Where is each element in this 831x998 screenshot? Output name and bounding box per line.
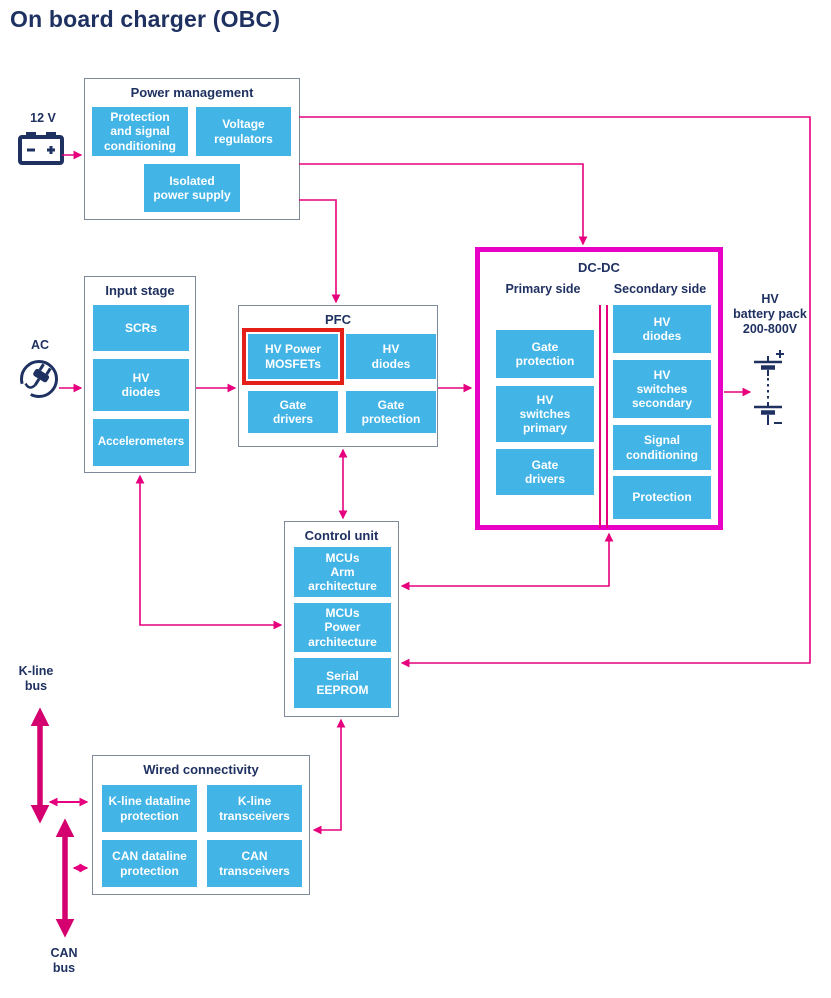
block-hv-diodes-pfc[interactable]: HV diodes [346,334,436,379]
block-can-dataline-protection[interactable]: CAN dataline protection [102,840,197,887]
block-gate-drivers-pfc[interactable]: Gate drivers [248,391,338,433]
wire-power-management-to-pfc [299,199,341,304]
block-mcus-power[interactable]: MCUs Power architecture [294,603,391,652]
block-isolated-power-supply[interactable]: Isolated power supply [144,164,240,212]
dcdc-box: DC-DC Primary side Secondary side Gate p… [475,247,723,530]
block-signal-conditioning-secondary[interactable]: Signal conditioning [613,425,711,470]
block-protection-secondary[interactable]: Protection [613,476,711,519]
block-accelerometers[interactable]: Accelerometers [93,419,189,466]
block-gate-protection-pfc[interactable]: Gate protection [346,391,436,433]
block-hv-switches-secondary[interactable]: HV switches secondary [613,360,711,418]
block-gate-drivers-primary[interactable]: Gate drivers [496,449,594,495]
dcdc-primary-side-label: Primary side [505,282,581,296]
block-gate-protection-primary[interactable]: Gate protection [496,330,594,378]
block-hv-power-mosfets-highlighted[interactable]: HV Power MOSFETs [242,328,344,385]
block-kline-dataline-protection[interactable]: K-line dataline protection [102,785,197,832]
control-unit-title: Control unit [304,528,379,543]
wired-connectivity-box: Wired connectivity K-line dataline prote… [92,755,310,895]
kline-bus-label: K-line bus [18,664,54,693]
battery-12v-icon [18,132,64,165]
ac-plug-icon [20,360,58,398]
page-title: On board charger (OBC) [10,6,281,32]
block-voltage-regulators[interactable]: Voltage regulators [196,107,291,156]
can-bus-label: CAN bus [50,946,78,975]
block-hv-diodes-secondary[interactable]: HV diodes [613,305,711,353]
block-can-transceivers[interactable]: CAN transceivers [207,840,302,887]
dcdc-title: DC-DC [578,260,620,275]
dcdc-isolation-line-2 [606,305,608,528]
control-unit-box: Control unit MCUs Arm architecture MCUs … [284,521,399,717]
dcdc-secondary-side-label: Secondary side [613,282,707,296]
wire-input-stage-control-unit [135,474,283,630]
power-management-title: Power management [130,85,254,100]
block-hv-switches-primary[interactable]: HV switches primary [496,386,594,442]
wired-connectivity-title: Wired connectivity [143,762,259,777]
wire-control-unit-wired-connectivity [312,718,346,835]
block-scrs[interactable]: SCRs [93,305,189,351]
input-stage-box: Input stage SCRs HV diodes Accelerometer… [84,276,196,473]
input-stage-title: Input stage [105,283,175,298]
block-mcus-arm[interactable]: MCUs Arm architecture [294,547,391,597]
block-protection-signal-conditioning[interactable]: Protection and signal conditioning [92,107,188,156]
wire-control-unit-dcdc [400,532,614,591]
block-serial-eeprom[interactable]: Serial EEPROM [294,658,391,708]
hv-battery-label: HV battery pack 200-800V [733,292,807,336]
battery-12v-label: 12 V [30,111,56,125]
pfc-title: PFC [325,312,351,327]
dcdc-isolation-line-1 [599,305,601,528]
pfc-box: PFC HV Power MOSFETs HV diodes Gate driv… [238,305,438,447]
block-kline-transceivers[interactable]: K-line transceivers [207,785,302,832]
ac-label: AC [30,338,50,352]
power-management-box: Power management Protection and signal c… [84,78,300,220]
wire-power-management-to-dcdc [299,163,588,246]
block-hv-diodes-input[interactable]: HV diodes [93,359,189,411]
hv-battery-icon [754,350,784,425]
